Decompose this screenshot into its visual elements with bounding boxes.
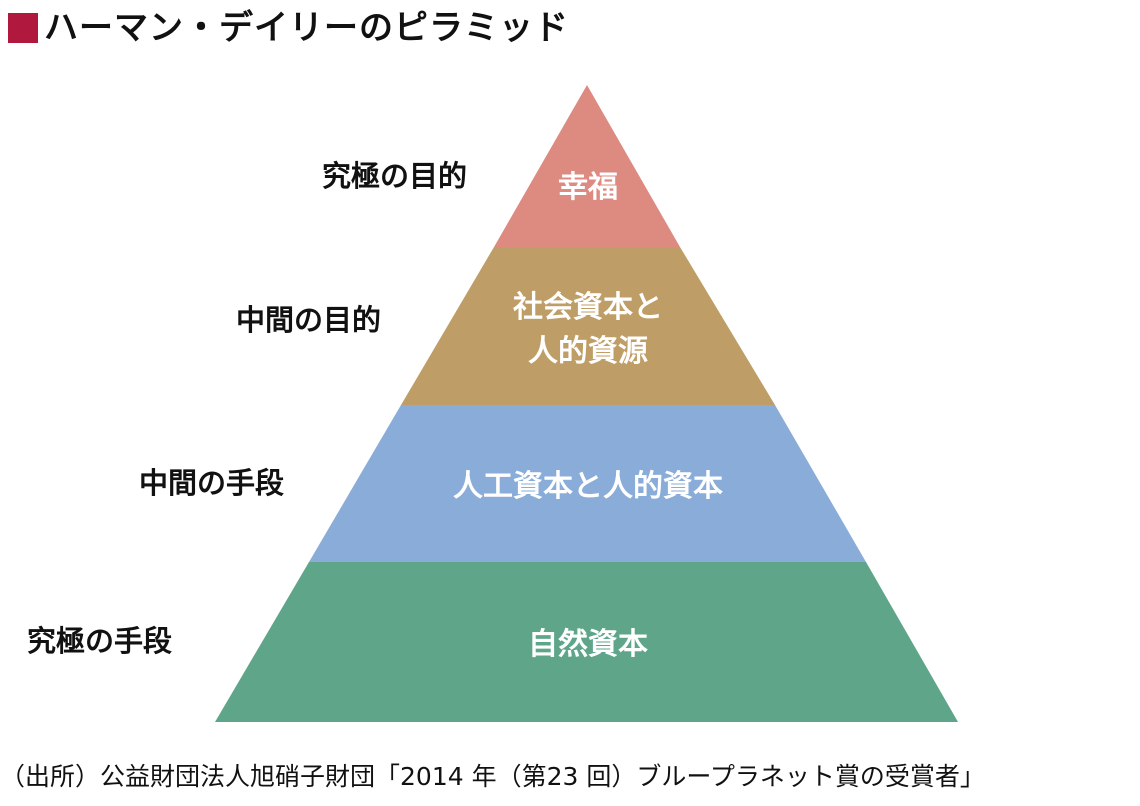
source-note: （出所）公益財団法人旭硝子財団「2014 年（第23 回）ブループラネット賞の受… [0, 762, 985, 791]
title-marker-square [8, 13, 38, 43]
level-label-ultimate-means: 究極の手段 [27, 624, 173, 658]
pyramid-tier-bottom [215, 562, 958, 722]
tier-text-line: 人工資本と人的資本 [453, 469, 723, 504]
tier-text-line: 幸福 [558, 170, 618, 205]
tier-text-natural: 自然資本 [528, 623, 648, 667]
tier-text-happiness: 幸福 [558, 166, 618, 210]
title-text: ハーマン・デイリーのピラミッド [44, 8, 569, 48]
tier-text-line: 社会資本と [513, 290, 663, 325]
tier-text-social-human: 社会資本と 人的資源 [513, 286, 663, 374]
level-label-ultimate-end: 究極の目的 [322, 159, 468, 193]
tier-text-line: 人的資源 [528, 334, 648, 369]
level-label-intermediate-means: 中間の手段 [139, 466, 285, 500]
page-title: ハーマン・デイリーのピラミッド [8, 8, 569, 48]
pyramid-tier-upper-middle [401, 247, 775, 405]
tier-text-line: 自然資本 [528, 627, 648, 662]
pyramid-tier-lower-middle [309, 405, 866, 562]
tier-text-built-human: 人工資本と人的資本 [453, 465, 723, 509]
pyramid-tier-top [494, 85, 680, 247]
level-label-intermediate-end: 中間の目的 [236, 303, 382, 337]
